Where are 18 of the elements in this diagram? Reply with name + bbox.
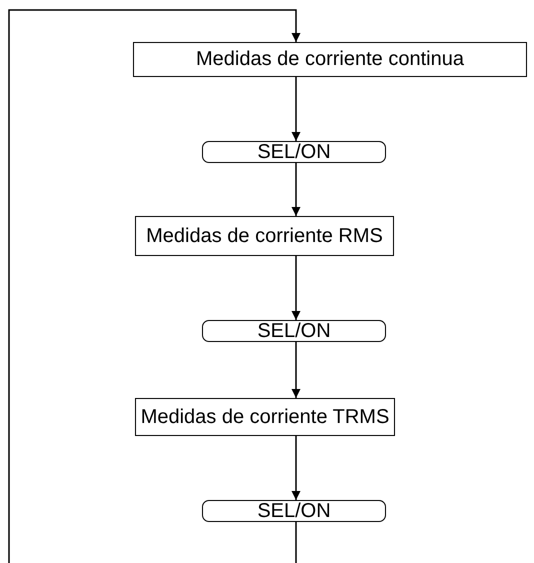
box-label: Medidas de corriente RMS — [146, 224, 383, 248]
box-label: SEL/ON — [257, 500, 331, 522]
process-box — [135, 398, 395, 436]
key-box — [202, 320, 386, 342]
key-box — [202, 500, 386, 522]
arrow — [292, 342, 300, 398]
box-label: SEL/ON — [257, 320, 331, 342]
key-box — [202, 141, 386, 163]
arrow — [292, 436, 300, 500]
box-label: Medidas de corriente continua — [196, 48, 464, 71]
box-label: SEL/ON — [257, 140, 331, 164]
process-box — [135, 216, 394, 256]
box-label: Medidas de corriente TRMS — [140, 406, 390, 428]
arrow — [8, 9, 300, 563]
arrow — [292, 77, 300, 141]
arrow — [292, 163, 300, 216]
arrow — [292, 256, 300, 320]
process-box — [133, 42, 527, 77]
